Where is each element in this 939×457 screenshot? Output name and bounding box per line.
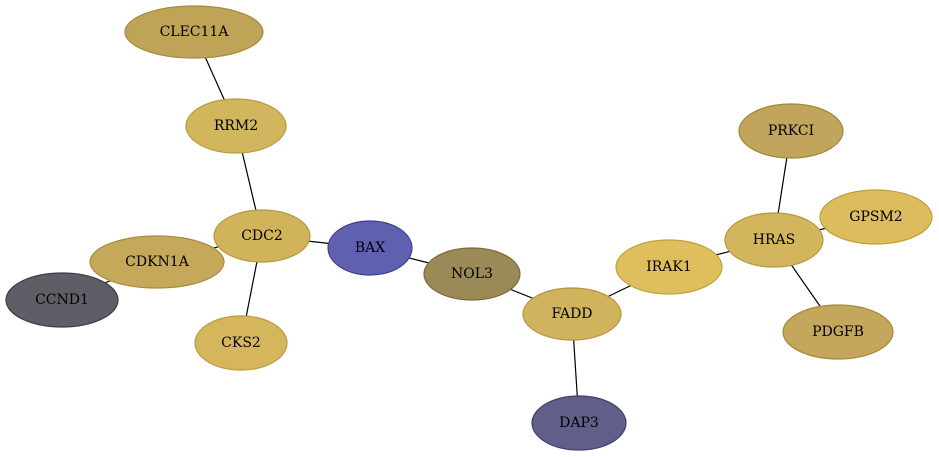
node-shape-bax[interactable]	[327, 220, 413, 276]
node-label-irak1: IRAK1	[646, 259, 692, 275]
node-hras[interactable]: HRAS	[724, 212, 824, 268]
node-label-cdc2: CDC2	[241, 228, 283, 244]
node-shape-ccnd1[interactable]	[5, 272, 119, 328]
node-label-prkci: PRKCI	[768, 123, 814, 139]
node-shape-cdkn1a[interactable]	[89, 235, 225, 289]
node-shape-pdgfb[interactable]	[782, 304, 894, 360]
node-shape-nol3[interactable]	[423, 247, 521, 301]
node-shape-dap3[interactable]	[531, 395, 627, 451]
node-shape-clec11a[interactable]	[124, 5, 264, 59]
node-shape-prkci[interactable]	[738, 103, 844, 159]
node-rrm2[interactable]: RRM2	[185, 98, 287, 154]
node-label-rrm2: RRM2	[214, 118, 258, 134]
node-clec11a[interactable]: CLEC11A	[124, 5, 264, 59]
node-label-dap3: DAP3	[559, 415, 599, 431]
node-ccnd1[interactable]: CCND1	[5, 272, 119, 328]
node-label-cks2: CKS2	[221, 335, 261, 351]
node-shape-irak1[interactable]	[615, 239, 723, 295]
node-irak1[interactable]: IRAK1	[615, 239, 723, 295]
node-pdgfb[interactable]: PDGFB	[782, 304, 894, 360]
node-label-gpsm2: GPSM2	[849, 209, 902, 225]
node-label-fadd: FADD	[551, 306, 592, 322]
node-gpsm2[interactable]: GPSM2	[819, 189, 933, 245]
node-shape-cdc2[interactable]	[213, 209, 311, 263]
node-shape-cks2[interactable]	[194, 315, 288, 371]
node-label-clec11a: CLEC11A	[160, 24, 230, 40]
node-label-bax: BAX	[355, 240, 385, 256]
node-shape-gpsm2[interactable]	[819, 189, 933, 245]
node-fadd[interactable]: FADD	[522, 287, 622, 341]
node-nol3[interactable]: NOL3	[423, 247, 521, 301]
node-cdkn1a[interactable]: CDKN1A	[89, 235, 225, 289]
node-label-cdkn1a: CDKN1A	[125, 254, 190, 270]
node-cdc2[interactable]: CDC2	[213, 209, 311, 263]
node-shape-hras[interactable]	[724, 212, 824, 268]
node-cks2[interactable]: CKS2	[194, 315, 288, 371]
node-label-ccnd1: CCND1	[35, 292, 89, 308]
node-label-nol3: NOL3	[451, 266, 493, 282]
node-prkci[interactable]: PRKCI	[738, 103, 844, 159]
node-shape-rrm2[interactable]	[185, 98, 287, 154]
node-dap3[interactable]: DAP3	[531, 395, 627, 451]
node-bax[interactable]: BAX	[327, 220, 413, 276]
node-label-pdgfb: PDGFB	[812, 324, 864, 340]
node-shape-fadd[interactable]	[522, 287, 622, 341]
node-label-hras: HRAS	[753, 232, 795, 248]
